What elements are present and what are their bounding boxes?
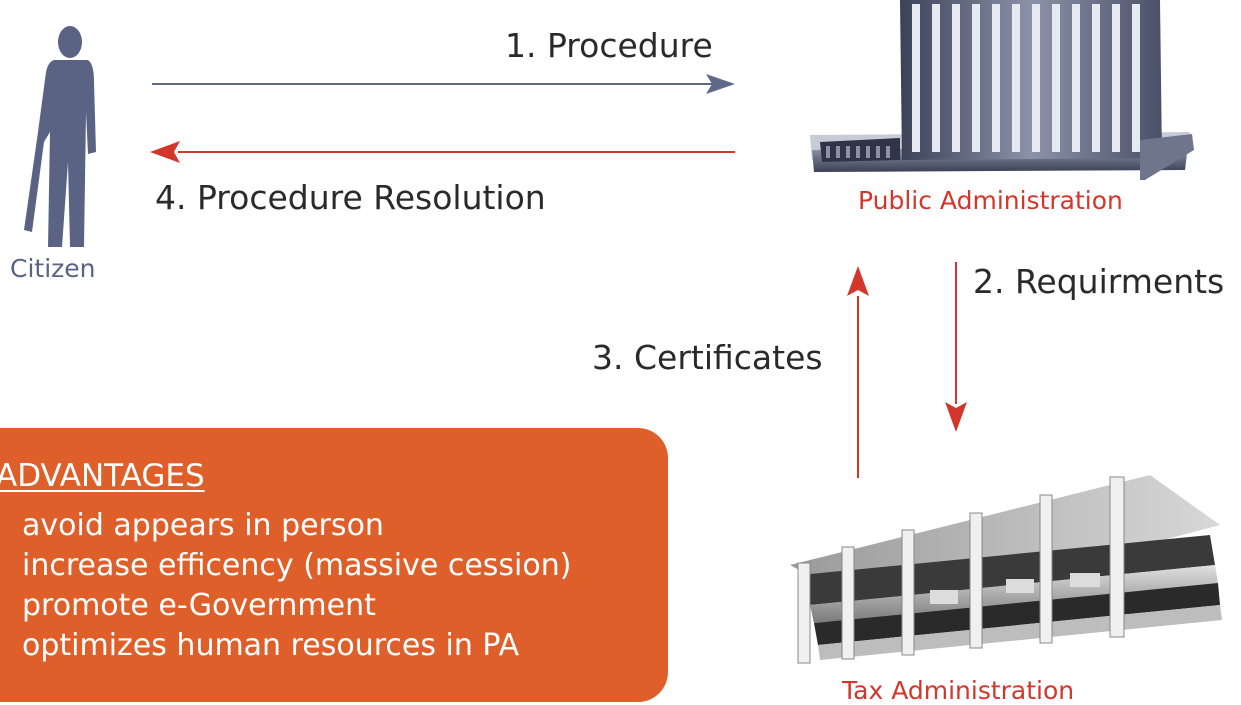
procedure-label: 1. Procedure	[505, 26, 713, 65]
advantage-item: optimizes human resources in PA	[22, 628, 520, 663]
government-building-icon	[790, 475, 1222, 664]
certificates-label: 3. Certificates	[592, 338, 823, 377]
advantage-item: increase efficency (massive cession)	[22, 548, 572, 583]
advantages-title: ADVANTAGES	[0, 458, 205, 494]
advantages-list: avoid appears in person increase efficen…	[22, 506, 571, 666]
advantage-item: promote e-Government	[22, 588, 376, 623]
public-administration-label: Public Administration	[858, 186, 1123, 215]
requirements-arrow	[945, 262, 967, 432]
procedure-resolution-label: 4. Procedure Resolution	[155, 178, 546, 217]
office-building-icon	[810, 0, 1194, 180]
citizen-label: Citizen	[10, 254, 96, 283]
procedure-arrow	[152, 74, 735, 94]
resolution-arrow	[150, 141, 735, 163]
advantages-panel: ADVANTAGES avoid appears in person incre…	[0, 428, 668, 702]
person-silhouette-icon	[24, 26, 96, 247]
certificates-arrow	[847, 266, 869, 478]
requirements-label: 2. Requirments	[973, 262, 1225, 301]
tax-administration-label: Tax Administration	[842, 676, 1075, 705]
advantage-item: avoid appears in person	[22, 508, 384, 543]
